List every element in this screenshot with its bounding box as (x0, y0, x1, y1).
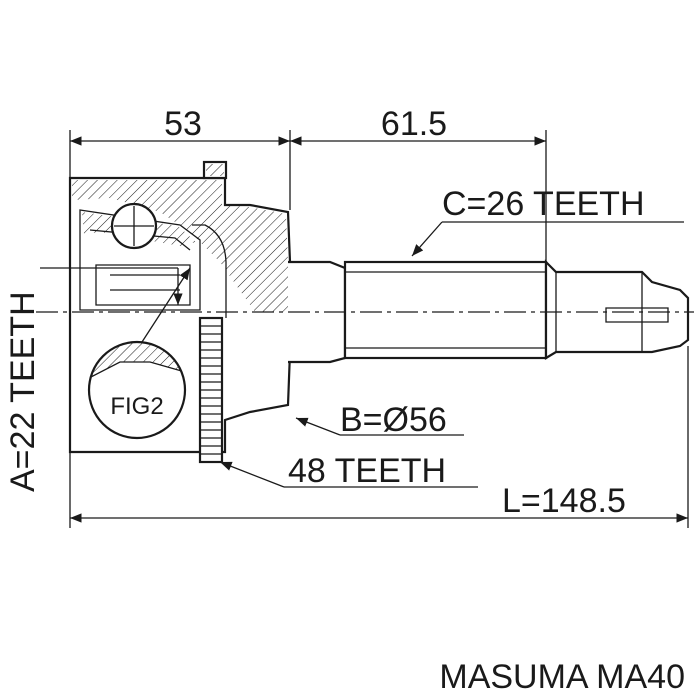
fig2-label: FIG2 (110, 393, 163, 420)
shaft-length-label: 61.5 (381, 105, 447, 143)
abs-ring-label: 48 TEETH (288, 452, 446, 490)
inner-spline-label: A=22 TEETH (4, 291, 42, 492)
brand-part-number: MASUMA MA40 (439, 658, 685, 696)
housing-length-label: 53 (164, 105, 202, 143)
abs-tone-ring (198, 316, 224, 464)
inner-race (79, 202, 227, 464)
top-dimension-line (69, 130, 547, 262)
seal-diameter-leader (295, 417, 464, 436)
abs-ring-leader (219, 461, 478, 488)
outer-spline-leader (411, 221, 684, 257)
fig2-detail (87, 267, 191, 440)
inner-spline-leader (40, 267, 183, 305)
total-length-line (69, 346, 689, 528)
seal-diameter-label: B=Ø56 (340, 401, 447, 439)
total-length-label: L=148.5 (502, 482, 626, 520)
outer-spline-label: C=26 TEETH (442, 185, 645, 223)
